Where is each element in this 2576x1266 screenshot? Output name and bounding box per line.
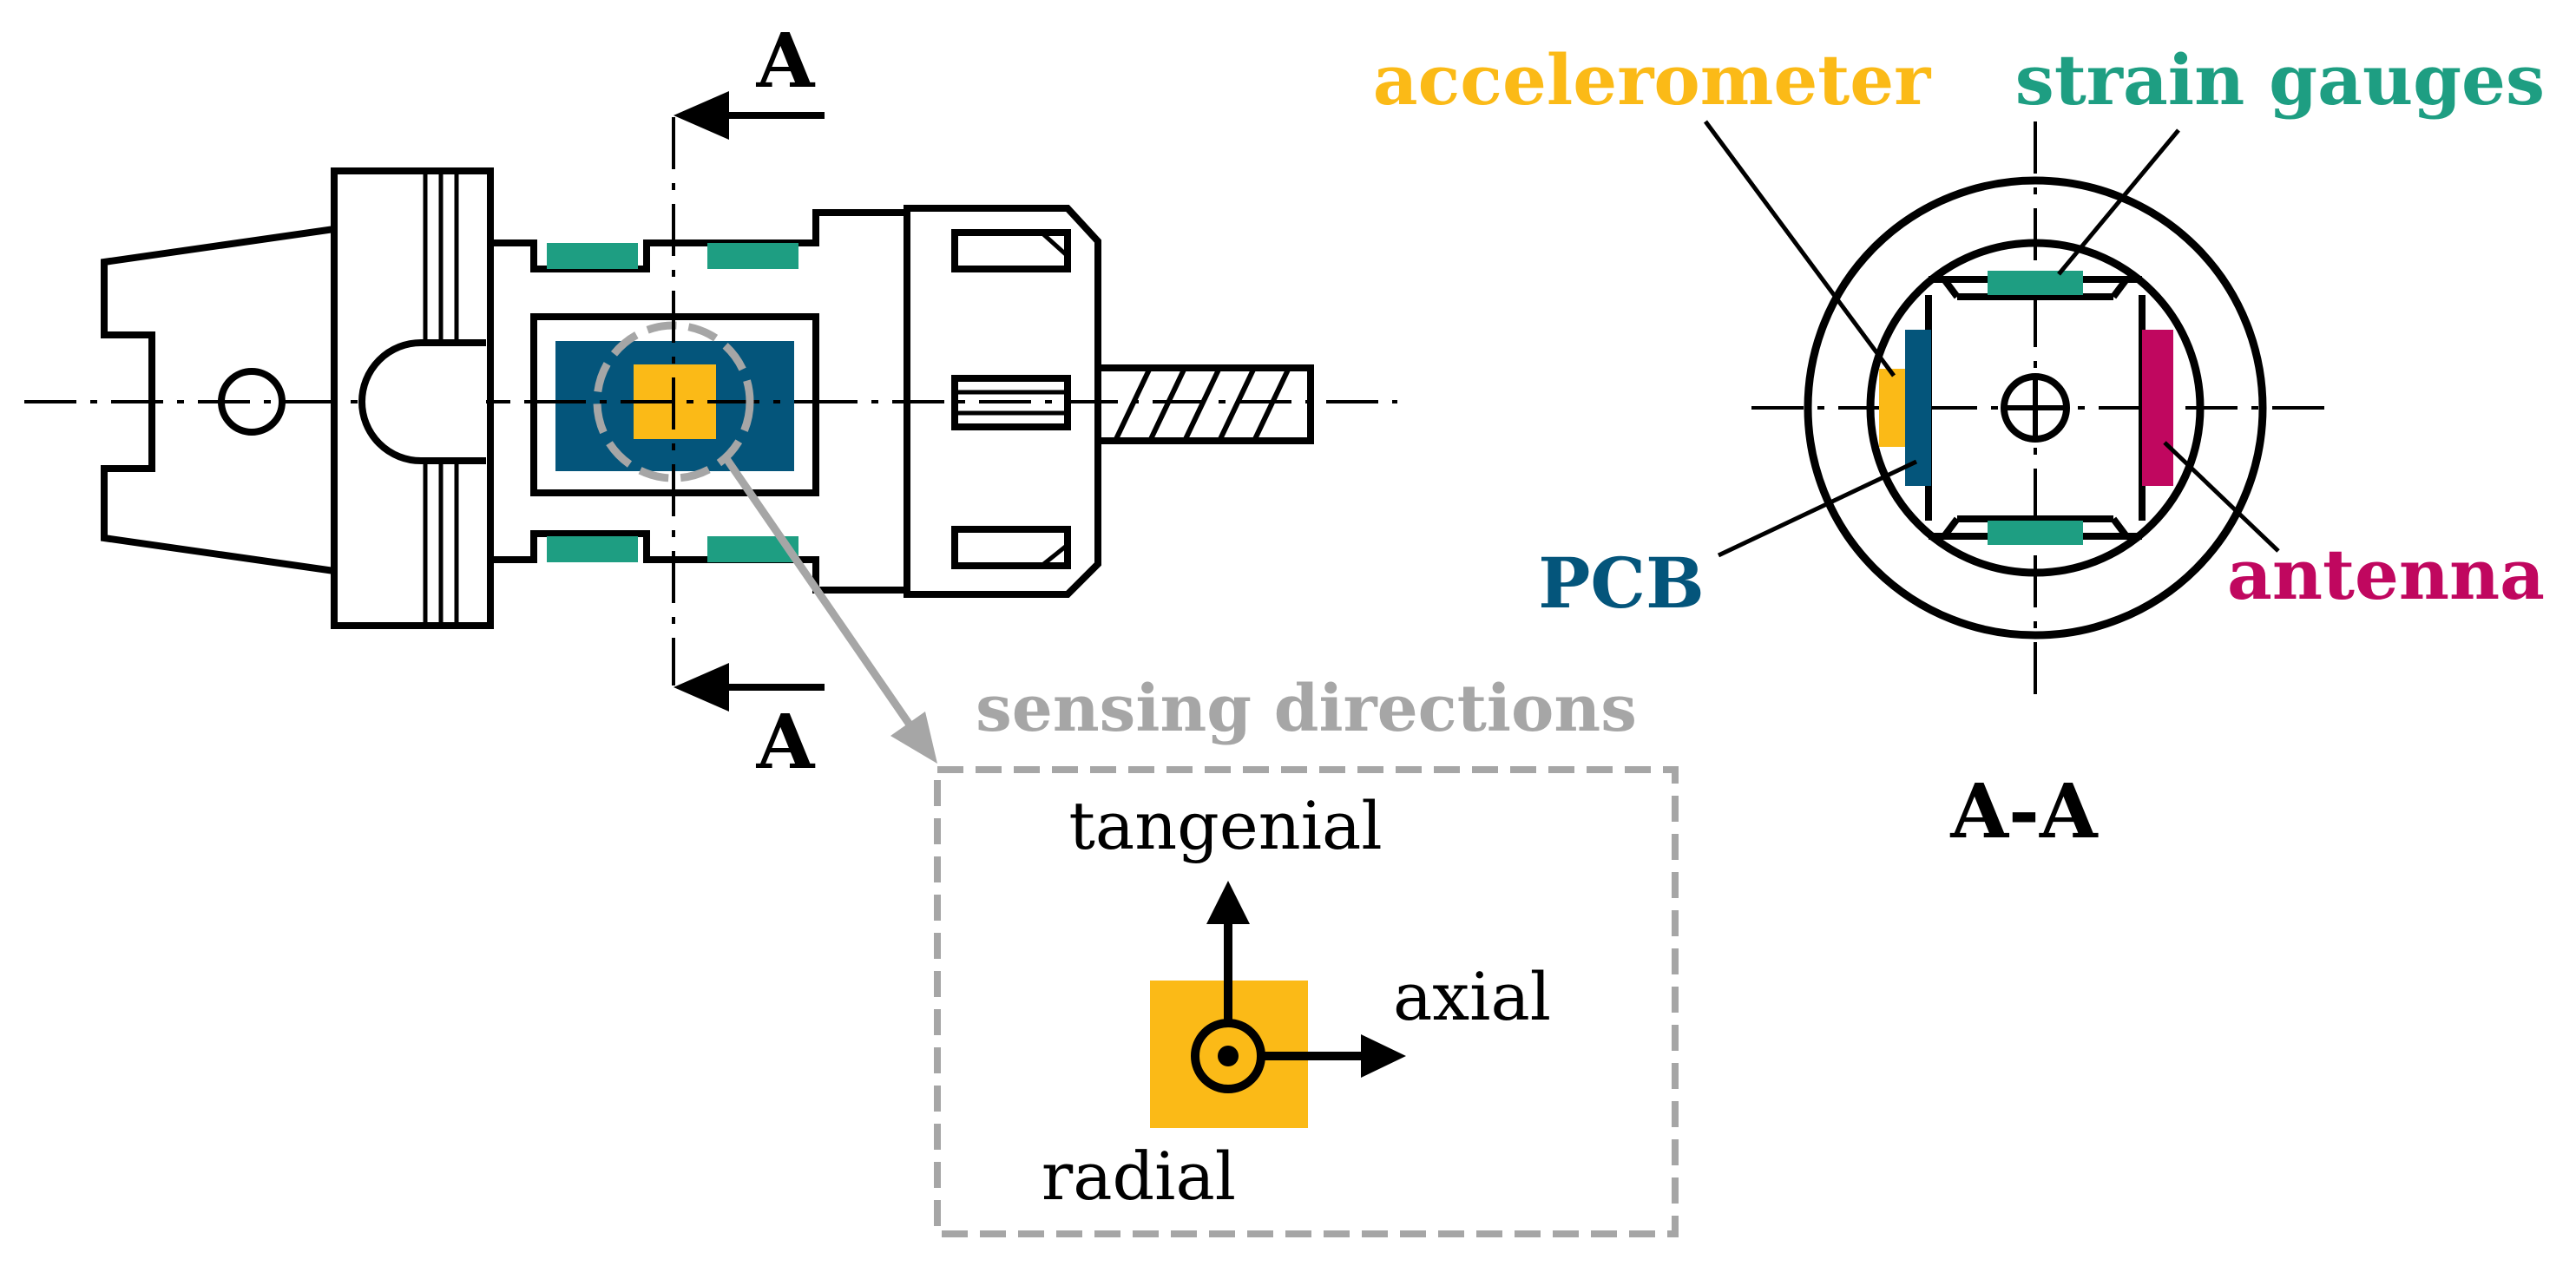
strain-gauges-label: strain gauges	[2015, 39, 2545, 121]
pcb-label: PCB	[1538, 542, 1704, 624]
taper-shank	[101, 226, 335, 574]
pcb-section	[1905, 330, 1931, 486]
sensing-directions-title: sensing directions	[976, 672, 1637, 746]
nut-slot-bevel	[1040, 543, 1069, 567]
section-arrow-top-head	[674, 91, 729, 140]
axial-arrow-head	[1361, 1034, 1406, 1078]
strain-gauge-top-right	[707, 243, 798, 269]
tangential-label: tangenial	[1068, 787, 1382, 864]
strain-gauge-top-left	[547, 243, 638, 269]
section-view-title: A-A	[1949, 768, 2098, 856]
flange	[331, 167, 494, 629]
strain-gauge-section-top	[1988, 271, 2083, 295]
accelerometer-label: accelerometer	[1373, 39, 1931, 121]
section-arrows	[674, 91, 825, 712]
gauge-recess-top-right	[2110, 277, 2130, 299]
sensing-directions-box	[934, 766, 1679, 1237]
section-view	[1751, 121, 2326, 694]
section-label-bottom: A	[756, 699, 816, 786]
leader-pcb	[1717, 459, 1918, 558]
nut-slot	[951, 526, 1071, 569]
section-label-top: A	[756, 17, 816, 105]
strain-gauges-side	[547, 243, 798, 562]
radial-direction-dot	[1218, 1046, 1239, 1066]
taper-drive-hole	[218, 368, 286, 436]
gauge-recess-bottom-right	[2110, 516, 2130, 539]
zoom-arrow-shaft	[724, 457, 915, 730]
threaded-shaft	[1094, 364, 1314, 444]
axial-label: axial	[1393, 958, 1551, 1035]
leader-accelerometer	[1703, 120, 1896, 377]
nut-slot-bevel	[1040, 231, 1069, 258]
inner-bore	[1866, 239, 2205, 577]
leader-lines	[1703, 120, 2280, 558]
gauge-recess-bottom-left	[1941, 516, 1961, 539]
accelerometer-section	[1879, 369, 1905, 447]
tangential-arrow-head	[1206, 881, 1250, 924]
nut-slot	[951, 375, 1071, 430]
zoom-arrow-head	[890, 712, 937, 764]
strain-gauge-section-bottom	[1988, 521, 2083, 545]
clamping-nut	[904, 205, 1101, 598]
leader-strain-gauges	[2057, 128, 2180, 276]
section-arrow-bottom-head	[674, 663, 729, 712]
side-view	[24, 167, 1397, 629]
strain-gauge-bottom-left	[547, 536, 638, 562]
nut-slot	[951, 229, 1071, 272]
leader-antenna	[2163, 441, 2280, 553]
flange-notch	[358, 339, 486, 464]
gauge-recess-top-left	[1941, 277, 1961, 299]
thread-lines	[1113, 366, 1291, 443]
outer-ring	[1804, 176, 2267, 640]
antenna-label: antenna	[2227, 534, 2545, 615]
radial-label: radial	[1042, 1138, 1236, 1215]
antenna-section	[2142, 330, 2173, 486]
